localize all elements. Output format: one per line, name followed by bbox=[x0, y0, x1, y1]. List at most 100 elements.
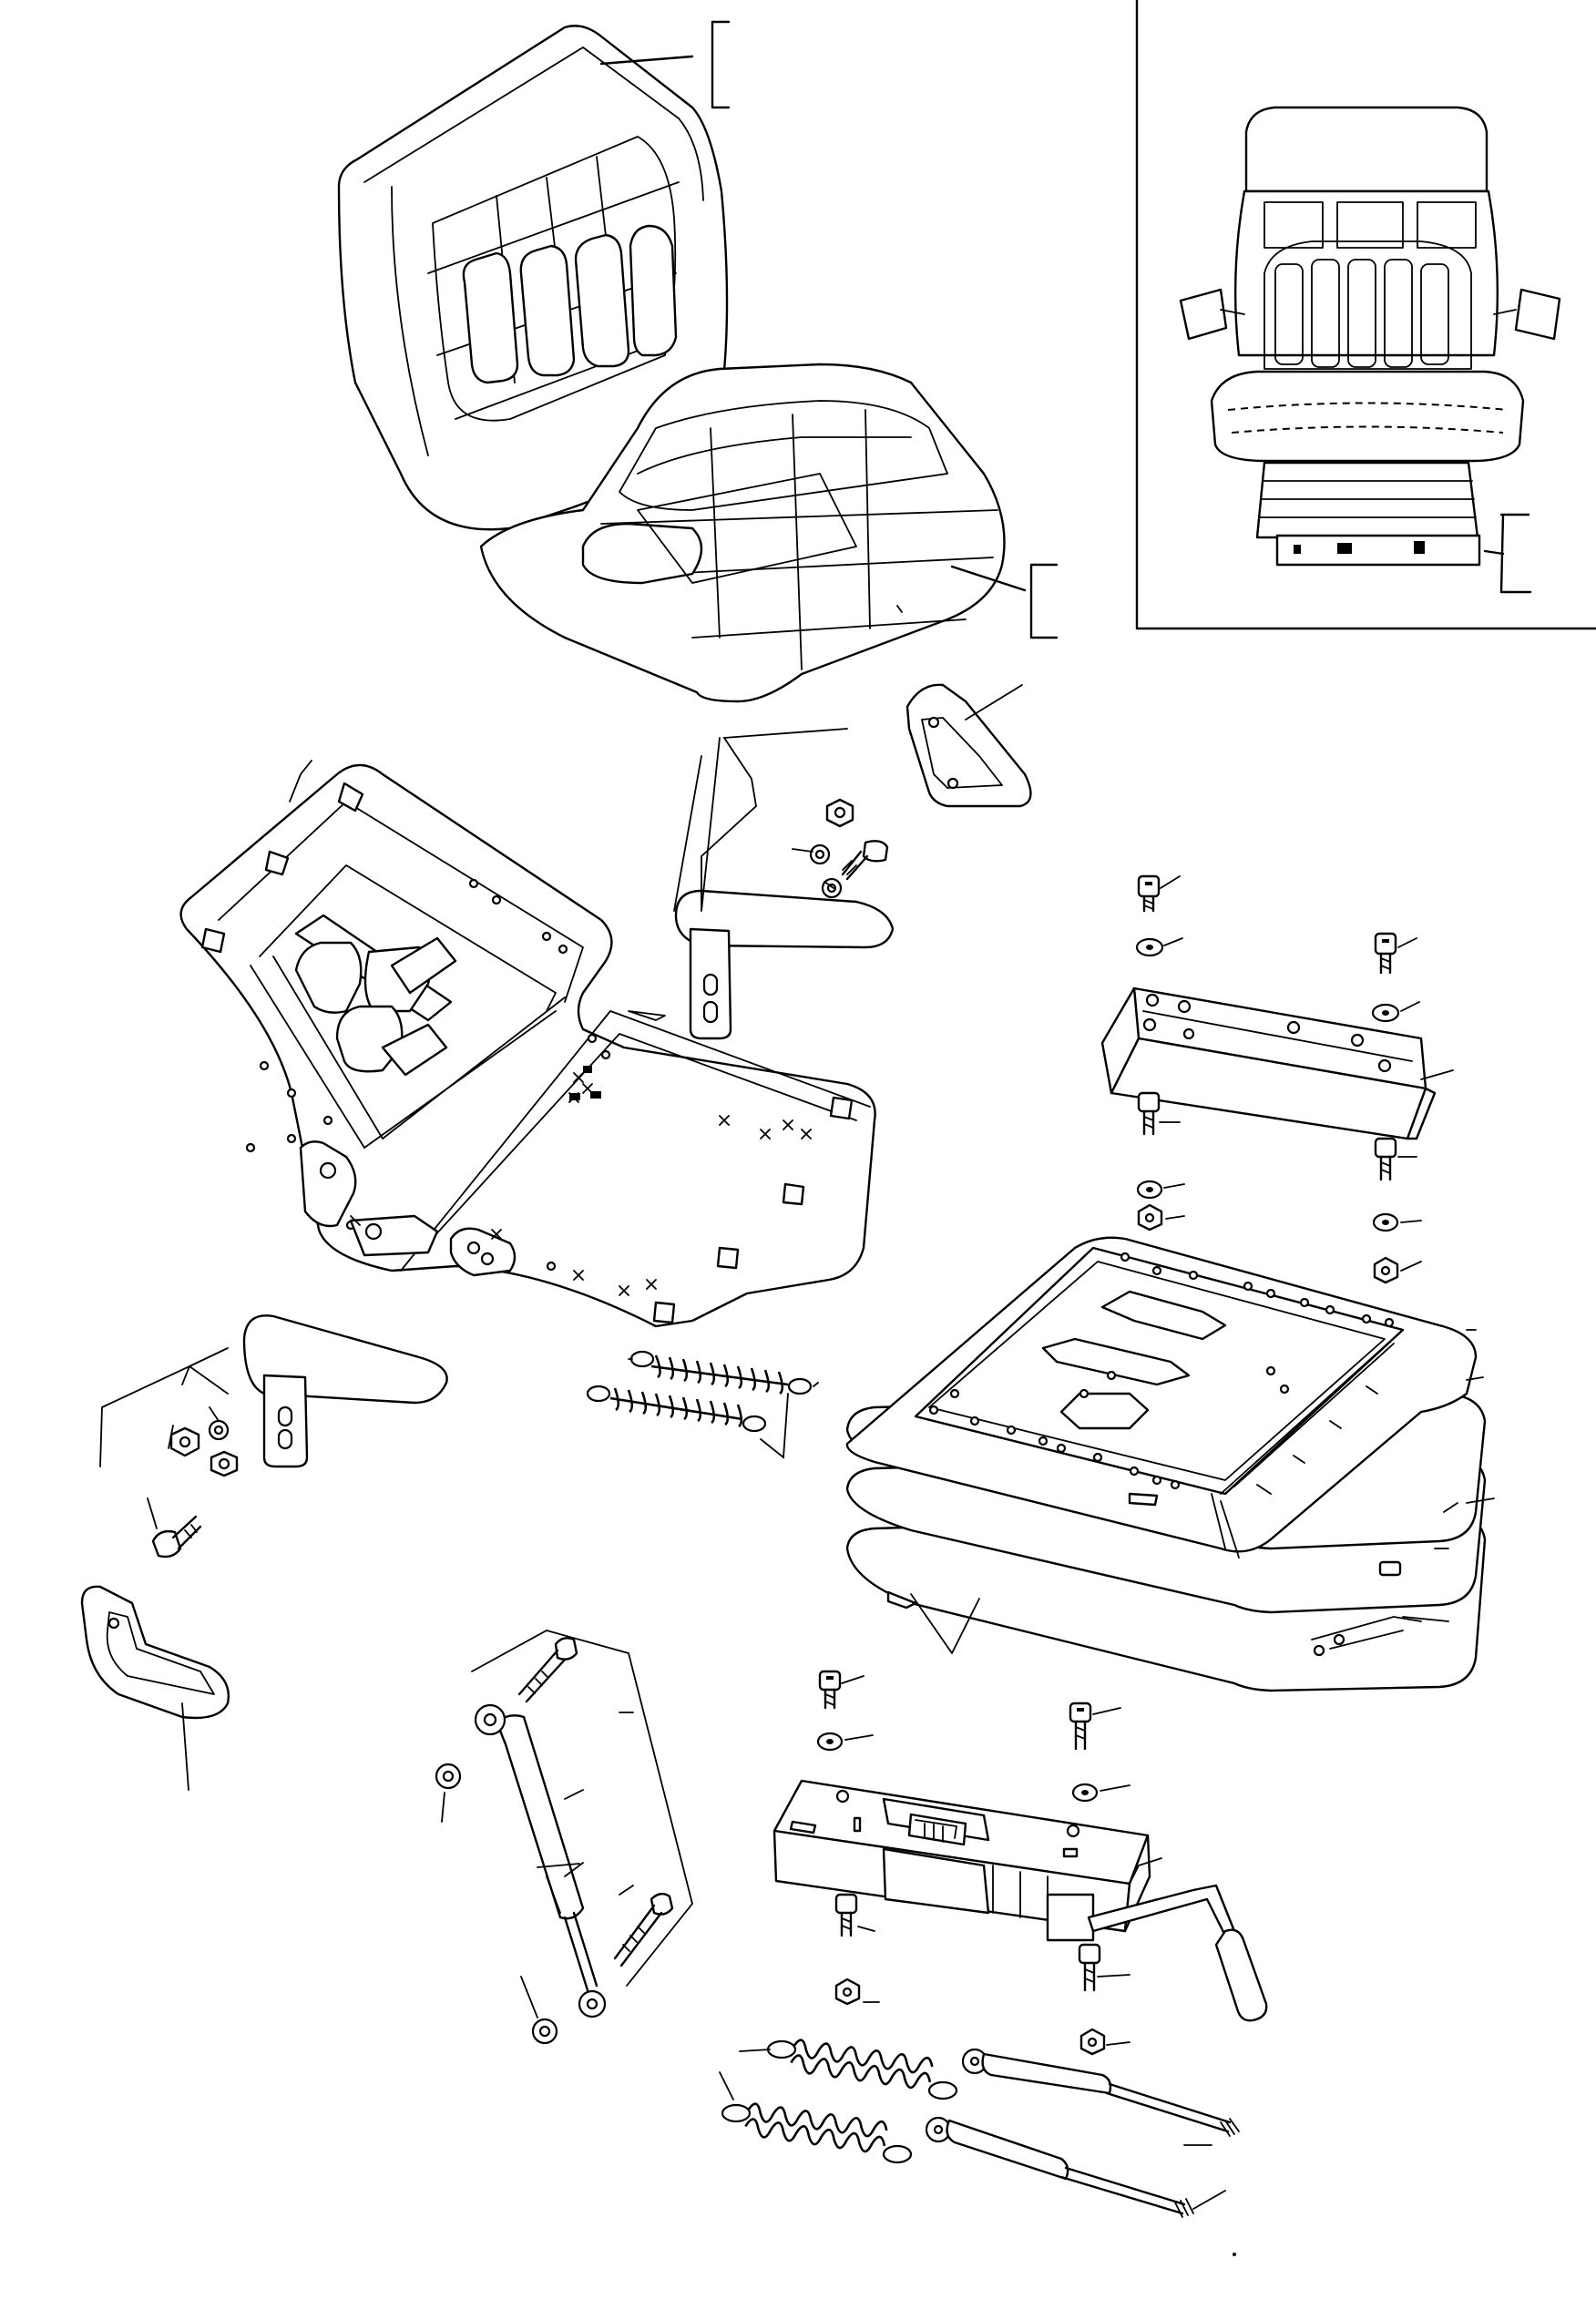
lower-rail-latch-front bbox=[884, 1849, 988, 1913]
bellows-plate-cutout-1 bbox=[1102, 1292, 1225, 1339]
right-armrest-leaders bbox=[674, 729, 847, 911]
inset-rib-2 bbox=[1312, 260, 1339, 367]
seat-cushion-pad-top bbox=[619, 401, 947, 510]
seat-cushion-seams-h bbox=[601, 510, 998, 638]
bellows-plate-cutout-2 bbox=[1043, 1339, 1189, 1385]
inset-armrest-right bbox=[1516, 290, 1560, 339]
tension-springs bbox=[588, 1352, 818, 1457]
backrest-callout bbox=[601, 22, 729, 107]
backrest-left-seam bbox=[392, 187, 428, 455]
seat-cushion-center-pad bbox=[638, 474, 856, 583]
seat-cushion-front-pad bbox=[583, 524, 701, 583]
inset-bellows bbox=[1257, 463, 1478, 537]
seat-cushion-seams-v bbox=[711, 410, 870, 669]
seat-frame-pad-1 bbox=[296, 943, 361, 1013]
gas-struts bbox=[720, 2039, 1239, 2217]
seat-frame-pan-inner bbox=[401, 1011, 870, 1271]
lower-rail-bolt-1 bbox=[818, 1671, 873, 1750]
side-cover-left-outline bbox=[82, 1587, 229, 1718]
gas-strut-1 bbox=[963, 2049, 1239, 2145]
inset-rib-5 bbox=[1421, 264, 1448, 364]
inset-seat-stitch-1 bbox=[1228, 404, 1508, 411]
seat-frame-mount-2 bbox=[266, 852, 288, 874]
lower-spring-2 bbox=[720, 2072, 911, 2162]
lower-rail-handle-mount bbox=[1048, 1895, 1093, 1940]
bellows-leaders bbox=[1403, 1330, 1494, 1621]
inset-rib-1 bbox=[1275, 264, 1303, 364]
side-cover-left-inner bbox=[107, 1612, 214, 1694]
damper-rod bbox=[565, 1913, 597, 1990]
rail-bolt-3 bbox=[1138, 1093, 1184, 1230]
seat-frame-rivets-2 bbox=[720, 1116, 811, 1139]
seat-cushion-outline bbox=[481, 364, 1005, 701]
seat-frame-mount-5 bbox=[783, 1184, 803, 1204]
bellows-rail-side bbox=[1221, 1330, 1403, 1494]
damper-body bbox=[496, 1715, 583, 1918]
inset-rib-4 bbox=[1385, 260, 1412, 367]
seat-frame-crossbar-bottom bbox=[364, 997, 565, 1148]
seat-frame-pivot-plate bbox=[301, 1141, 355, 1226]
inset-back-panel-right bbox=[1417, 202, 1476, 248]
side-cover-right-leader bbox=[966, 685, 1022, 720]
inset-bracket-callout bbox=[1485, 515, 1530, 592]
inset-armrest-left bbox=[1181, 290, 1226, 339]
inset-back-panel-left bbox=[1264, 202, 1323, 248]
inset-frame bbox=[1137, 0, 1596, 629]
seat-frame bbox=[181, 761, 875, 1326]
gas-spring-damper bbox=[436, 1630, 692, 2043]
side-cover-left-leader bbox=[182, 1703, 189, 1790]
backrest-rib-2 bbox=[521, 246, 574, 375]
seat-frame-hinge-plate bbox=[351, 1216, 437, 1255]
inset-lumbar-outline bbox=[1264, 241, 1471, 369]
inset-base bbox=[1277, 536, 1479, 565]
inset-backrest-top bbox=[1246, 107, 1487, 191]
side-cover-right-inner bbox=[922, 718, 1002, 788]
seat-frame-crossbar-diag bbox=[251, 956, 383, 1148]
lower-rail-bolt-3 bbox=[836, 1895, 879, 2004]
seat-frame-rivets-3 bbox=[492, 1230, 656, 1295]
seat-frame-rivets-1 bbox=[569, 1073, 592, 1102]
seat-frame-leader bbox=[290, 761, 312, 802]
seat-cushion bbox=[481, 364, 1057, 701]
side-cover-left bbox=[82, 1587, 229, 1790]
seat-frame-mount-3 bbox=[202, 929, 224, 952]
bellows-plate-cutout-3 bbox=[1061, 1394, 1148, 1428]
bellows-bracket bbox=[911, 1594, 979, 1653]
right-arm-bolt-shank bbox=[843, 852, 867, 879]
seat-frame-pad-3 bbox=[337, 1007, 402, 1071]
lower-rail-handle-grip bbox=[1216, 1930, 1266, 2020]
lower-spring-1 bbox=[740, 2039, 957, 2099]
backrest-rib-1 bbox=[464, 253, 517, 383]
inset-back-panel-mid bbox=[1337, 202, 1403, 248]
spring-lower bbox=[588, 1386, 765, 1431]
damper-group-leader bbox=[472, 1630, 692, 1986]
seat-frame-mount-6 bbox=[718, 1248, 738, 1268]
left-armrest bbox=[100, 1315, 447, 1557]
upper-slide-rail bbox=[1102, 876, 1453, 1283]
lower-slide-rail bbox=[774, 1671, 1266, 2054]
right-arm-bolt-head bbox=[864, 841, 887, 861]
rail-bolt-1 bbox=[1137, 876, 1182, 956]
seat-cushion-callout bbox=[952, 565, 1057, 638]
inset-seat-cushion bbox=[1212, 372, 1523, 461]
seat-frame-pad-4 bbox=[392, 938, 455, 993]
rail-bolt-2 bbox=[1373, 934, 1419, 1021]
inset-arm-links bbox=[1221, 310, 1516, 314]
seat-frame-mount-4 bbox=[831, 1098, 852, 1119]
side-cover-right bbox=[907, 685, 1030, 806]
springs-leader bbox=[761, 1394, 788, 1457]
damper-bolt-bottom-head bbox=[651, 1894, 672, 1915]
backrest-rib-4 bbox=[630, 226, 676, 355]
lower-rail-bolt-4 bbox=[1079, 1945, 1130, 2054]
right-armrest bbox=[674, 729, 893, 1038]
seat-frame-mount-1 bbox=[339, 783, 363, 811]
left-armrest-leaders bbox=[100, 1348, 228, 1467]
inset-seat-stitch-2 bbox=[1232, 427, 1503, 434]
seat-frame-outline bbox=[181, 765, 875, 1326]
seat-frame-mount-7 bbox=[654, 1303, 674, 1323]
suspension-bellows bbox=[847, 1238, 1494, 1691]
seat-frame-pan-lip bbox=[629, 1011, 665, 1020]
inset-backrest bbox=[1235, 191, 1498, 355]
inset-rib-3 bbox=[1348, 260, 1376, 367]
